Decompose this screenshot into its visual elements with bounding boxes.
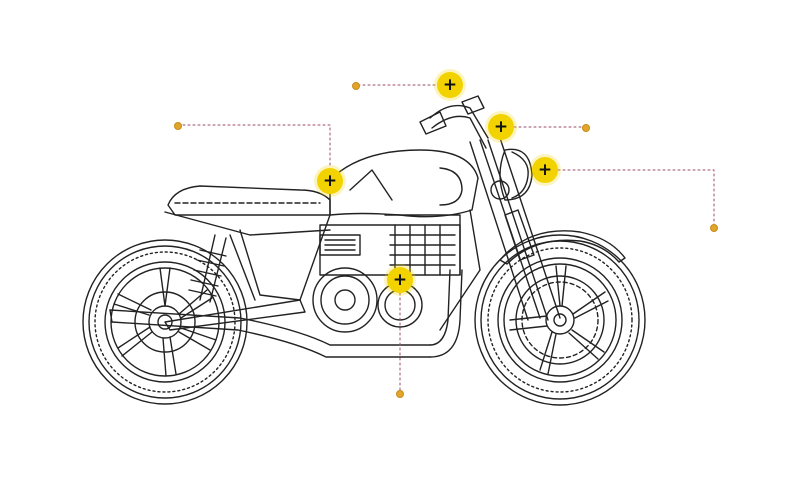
tank-badge	[439, 167, 463, 206]
plus-icon: +	[322, 170, 338, 191]
exhaust-art	[109, 269, 463, 358]
leader-lines	[177, 84, 715, 392]
front-fender	[499, 230, 626, 265]
plus-icon: +	[493, 116, 509, 137]
endpoint-headlight	[710, 224, 718, 232]
seat-art	[164, 185, 331, 236]
frame-art	[229, 209, 481, 331]
fuel-tank	[329, 149, 479, 218]
tank-graphic	[349, 169, 393, 201]
endpoint-headlight-top	[582, 124, 590, 132]
front-fork	[469, 137, 561, 321]
endpoint-engine	[396, 390, 404, 398]
hotspot-headlight-top[interactable]: +	[488, 114, 514, 140]
endpoint-handlebar	[352, 82, 360, 90]
engine-art	[312, 214, 461, 333]
hotspot-headlight[interactable]: +	[532, 157, 558, 183]
hotspot-seat-tank[interactable]: +	[317, 168, 343, 194]
hotspot-engine[interactable]: +	[387, 267, 413, 293]
plus-icon: +	[537, 159, 553, 180]
plus-icon: +	[442, 74, 458, 95]
swingarm	[164, 299, 306, 331]
rear-shock	[188, 234, 227, 303]
front-wheel	[474, 234, 646, 406]
headlight-art	[490, 148, 533, 201]
handlebar-art	[419, 95, 489, 149]
plus-icon: +	[392, 269, 408, 290]
endpoint-seat-tank	[174, 122, 182, 130]
hotspot-handlebar[interactable]: +	[437, 72, 463, 98]
